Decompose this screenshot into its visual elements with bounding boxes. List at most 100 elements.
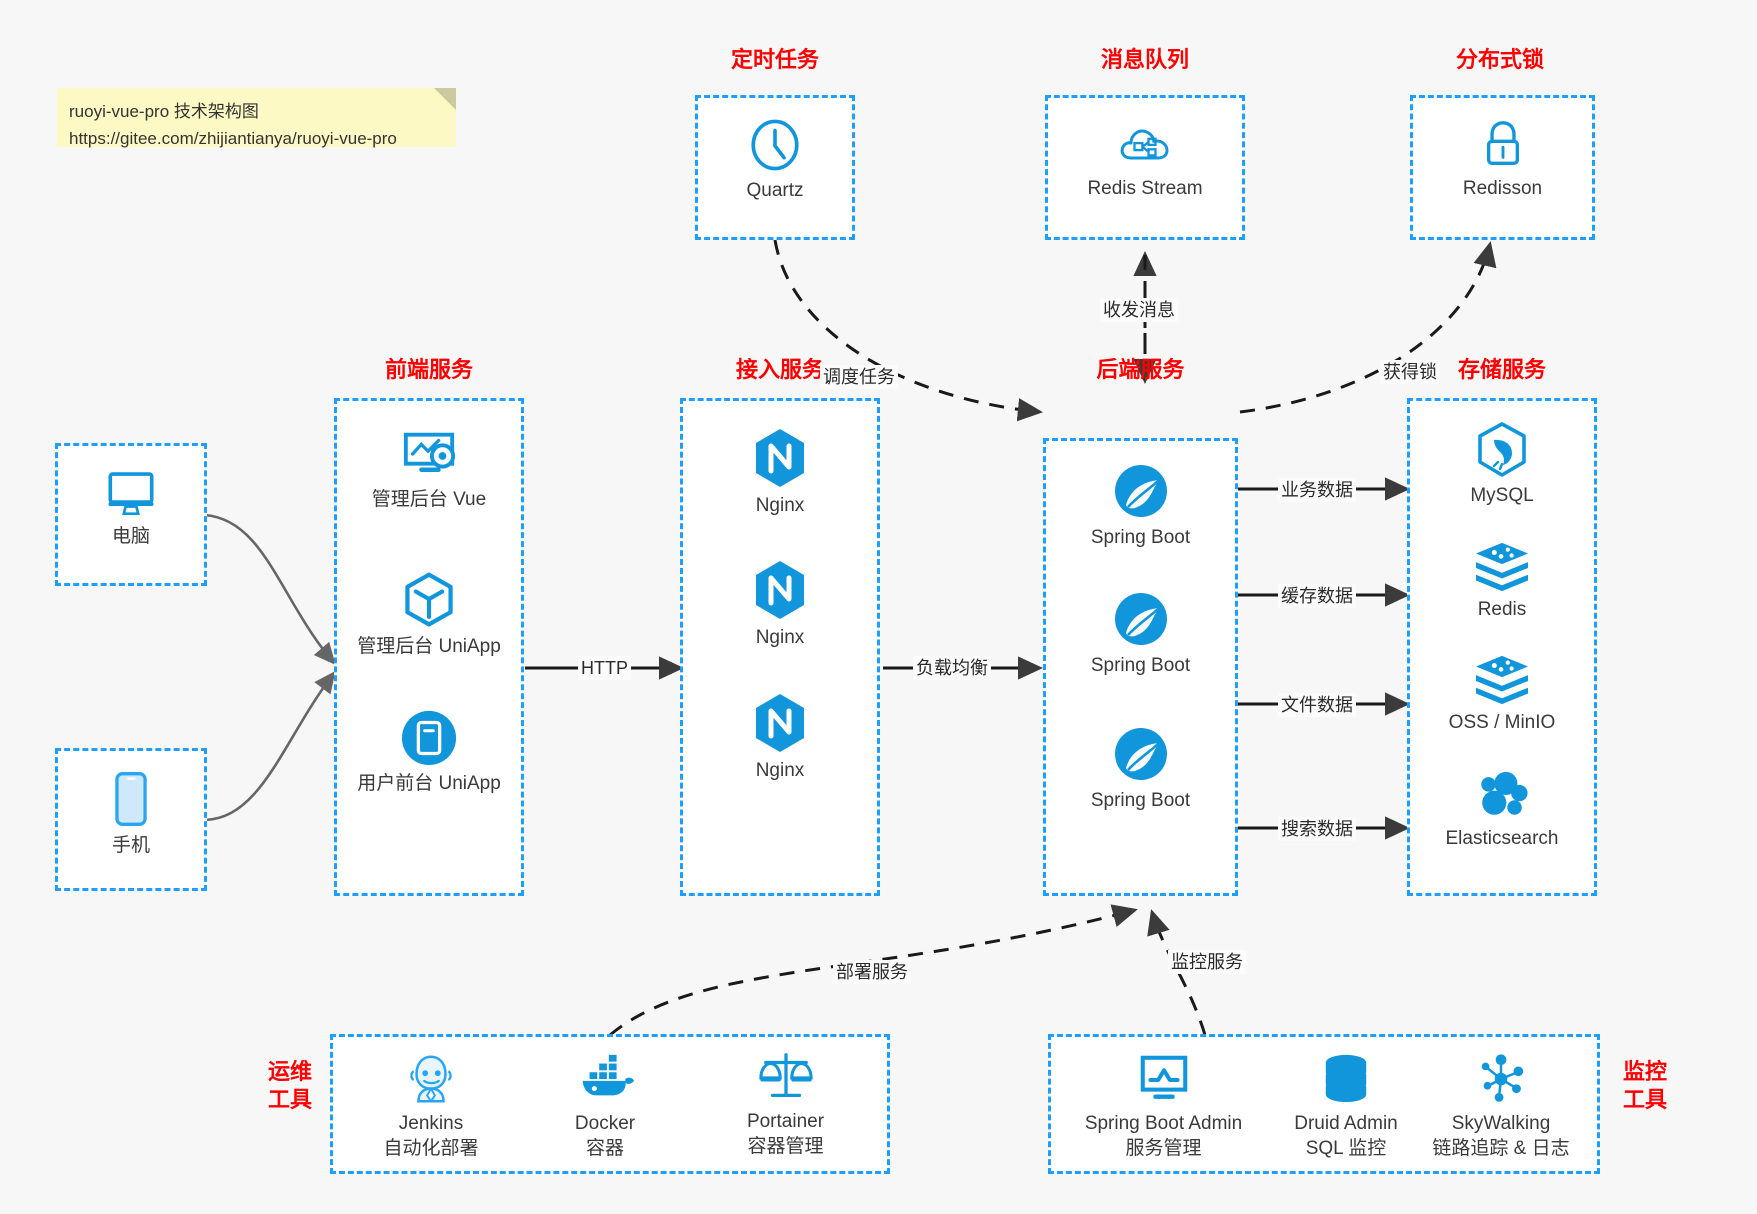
edge-label-business-data: 业务数据 <box>1278 478 1356 502</box>
node-label: 手机 <box>111 835 150 856</box>
cloud-stream-icon <box>1120 129 1169 160</box>
node-mobile[interactable]: 手机 <box>58 769 204 858</box>
nginx-icon <box>756 561 804 619</box>
mobile-icon <box>115 772 147 826</box>
node-admin-vue[interactable]: 管理后台 Vue <box>337 427 521 512</box>
node-label: Spring Boot Admin <box>1084 1113 1243 1134</box>
node-sublabel: 容器管理 <box>747 1136 824 1157</box>
node-sublabel: 自动化部署 <box>383 1138 479 1159</box>
edge-label-http: HTTP <box>578 656 631 680</box>
node-label: Elasticsearch <box>1445 828 1559 849</box>
group-box-backend: Spring Boot Spring Boot Spring Boot <box>1043 438 1238 896</box>
node-docker[interactable]: Docker 容器 <box>525 1051 685 1161</box>
dashboard-gear-icon <box>403 432 456 472</box>
edge-label-deploy-service: 部署服务 <box>833 960 911 984</box>
edge-label-cache-data: 缓存数据 <box>1278 584 1356 608</box>
node-elasticsearch[interactable]: Elasticsearch <box>1410 768 1594 851</box>
node-user-uniapp[interactable]: 用户前台 UniApp <box>337 709 521 796</box>
spring-leaf-icon <box>1114 465 1167 517</box>
group-box-desktop-client: 电脑 <box>55 443 207 586</box>
node-nginx-3[interactable]: Nginx <box>683 692 877 783</box>
node-label: Jenkins <box>398 1113 464 1134</box>
node-label: 管理后台 Vue <box>371 489 487 510</box>
node-sublabel: SQL 监控 <box>1305 1138 1387 1159</box>
group-box-mq: Redis Stream <box>1045 95 1245 240</box>
node-nginx-2[interactable]: Nginx <box>683 559 877 650</box>
docker-whale-icon <box>582 1054 634 1096</box>
node-nginx-1[interactable]: Nginx <box>683 427 877 518</box>
group-title-mq: 消息队列 <box>1100 47 1189 72</box>
group-title-monitor-line1: 监控 <box>1622 1059 1667 1084</box>
note-title: ruoyi-vue-pro 技术架构图 <box>69 102 259 121</box>
node-label: Spring Boot <box>1090 790 1191 811</box>
node-label: 用户前台 UniApp <box>357 773 501 794</box>
node-druid-admin[interactable]: Druid Admin SQL 监控 <box>1266 1051 1426 1161</box>
node-oss-minio[interactable]: OSS / MinIO <box>1410 654 1594 735</box>
jenkins-butler-icon <box>410 1055 452 1103</box>
group-title-monitor: 监控 工具 <box>1610 1058 1680 1114</box>
cube-icon <box>405 572 453 627</box>
node-spring-boot-2[interactable]: Spring Boot <box>1046 589 1235 678</box>
redis-stack-icon <box>1476 655 1528 705</box>
edge-label-load-balance: 负载均衡 <box>913 656 991 680</box>
elasticsearch-icon <box>1481 771 1528 815</box>
node-label: Spring Boot <box>1090 655 1191 676</box>
spring-leaf-icon <box>1114 593 1167 645</box>
node-quartz[interactable]: Quartz <box>698 116 852 203</box>
node-label: Docker <box>574 1113 636 1134</box>
edge-label-search-data: 搜索数据 <box>1278 817 1356 841</box>
node-admin-uniapp[interactable]: 管理后台 UniApp <box>337 570 521 659</box>
group-box-lock: Redisson <box>1410 95 1595 240</box>
monitor-chart-icon <box>1140 1055 1187 1099</box>
node-label: Redis <box>1477 599 1527 620</box>
edge-label-monitor-service: 监控服务 <box>1168 950 1246 974</box>
node-label: 管理后台 UniApp <box>357 636 501 657</box>
node-sublabel: 链路追踪 & 日志 <box>1432 1138 1570 1159</box>
edge-label-acquire-lock: 获得锁 <box>1380 360 1440 384</box>
node-redis-stream[interactable]: Redis Stream <box>1048 116 1242 201</box>
node-skywalking[interactable]: SkyWalking 链路追踪 & 日志 <box>1406 1051 1596 1161</box>
padlock-icon <box>1486 121 1519 165</box>
node-label: Nginx <box>755 627 805 648</box>
group-box-mobile-client: 手机 <box>55 748 207 891</box>
group-title-devops: 运维 工具 <box>255 1058 325 1114</box>
group-title-gateway: 接入服务 <box>735 357 824 382</box>
nginx-icon <box>756 429 804 487</box>
desktop-icon <box>108 472 154 516</box>
mysql-dolphin-icon <box>1478 422 1526 477</box>
node-label: Nginx <box>755 495 805 516</box>
group-title-frontend: 前端服务 <box>384 357 473 382</box>
node-label: 电脑 <box>111 526 150 547</box>
node-desktop[interactable]: 电脑 <box>58 466 204 549</box>
scales-icon <box>758 1053 813 1097</box>
group-box-devops: Jenkins 自动化部署 Docker 容器 <box>330 1034 890 1174</box>
nginx-icon <box>756 694 804 752</box>
spring-leaf-icon <box>1114 728 1167 780</box>
node-spring-boot-3[interactable]: Spring Boot <box>1046 724 1235 813</box>
edge-label-schedule-task: 调度任务 <box>820 365 898 389</box>
node-mysql[interactable]: MySQL <box>1410 421 1594 508</box>
edge-label-send-receive-message: 收发消息 <box>1100 298 1178 322</box>
node-portainer[interactable]: Portainer 容器管理 <box>703 1049 868 1159</box>
node-jenkins[interactable]: Jenkins 自动化部署 <box>351 1051 511 1161</box>
node-label: Redis Stream <box>1087 178 1203 199</box>
node-spring-boot-admin[interactable]: Spring Boot Admin 服务管理 <box>1061 1051 1266 1161</box>
group-title-scheduler: 定时任务 <box>730 47 819 72</box>
node-spring-boot-1[interactable]: Spring Boot <box>1046 461 1235 550</box>
node-redisson[interactable]: Redisson <box>1413 114 1592 201</box>
group-box-scheduler: Quartz <box>695 95 855 240</box>
group-box-gateway: Nginx Nginx Nginx <box>680 398 880 896</box>
node-label: Quartz <box>746 180 804 201</box>
node-redis[interactable]: Redis <box>1410 541 1594 622</box>
node-label: Redisson <box>1462 178 1543 199</box>
group-box-storage: MySQL Redis <box>1407 398 1597 896</box>
node-label: Druid Admin <box>1294 1113 1398 1134</box>
node-label: SkyWalking <box>1451 1113 1551 1134</box>
node-sublabel: 服务管理 <box>1125 1138 1202 1159</box>
app-window-icon <box>401 710 457 766</box>
note-fold-corner <box>434 88 456 110</box>
node-label: Nginx <box>755 760 805 781</box>
node-sublabel: 容器 <box>585 1138 624 1159</box>
node-label: Portainer <box>746 1111 825 1132</box>
